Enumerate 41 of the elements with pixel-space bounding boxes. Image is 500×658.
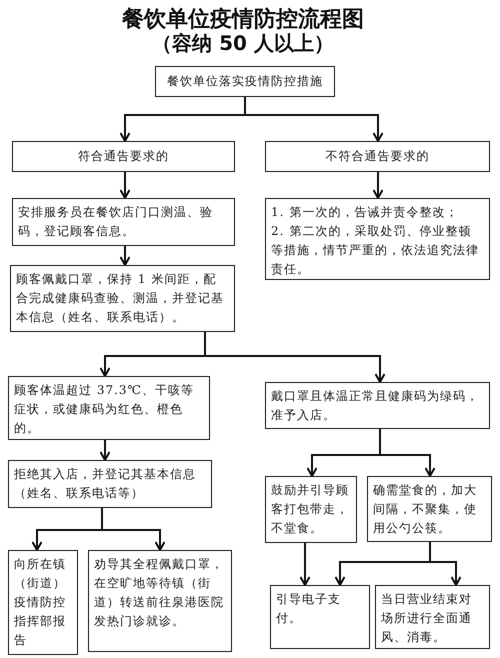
- subtitle: （容纳 50 人以上）: [152, 30, 334, 57]
- step-text: 戴口罩且体温正常且健康码为绿码，准予入店。: [271, 388, 480, 424]
- process-box: [367, 476, 492, 542]
- process-box: [8, 460, 212, 508]
- arrow: [120, 172, 130, 199]
- step-text: 当日营业结束对场所进行全面通风、消毒。: [381, 591, 473, 646]
- step-text: 劝导其全程佩戴口罩，在空旷地等待镇（街道）转送前往泉港医院发热门诊就诊。: [94, 556, 225, 630]
- process-box: [265, 476, 357, 543]
- arrow: [100, 440, 110, 461]
- process-box: [8, 376, 210, 440]
- step-text: 不符合通告要求的: [326, 148, 430, 165]
- arrow: [204, 332, 386, 383]
- process-box: [8, 550, 78, 655]
- step-text: 向所在镇（街道）疫情防控指挥部报告: [14, 556, 67, 649]
- step-text: 引导电子支付。: [276, 591, 342, 627]
- arrow: [379, 429, 436, 477]
- process-box: [270, 585, 370, 649]
- arrow: [429, 542, 462, 586]
- step-text: 顾客体温超过 37.3℃、干咳等症状，或健康码为红色、橙色的。: [14, 382, 195, 437]
- step-text: 2. 第二次的，采取处罚、停业整顿等措施，情节严重的，依法追究法律责任。: [271, 223, 480, 278]
- process-box: [12, 141, 235, 172]
- step-text: 顾客佩戴口罩，保持 1 米间距，配合完成健康码查验、测温，并登记基本信息（姓名、联系电话）。: [16, 271, 225, 326]
- arrow: [120, 246, 130, 266]
- step-text: 安排服务员在餐饮店门口测温、验码，登记顾客信息。: [18, 204, 214, 240]
- arrow: [300, 543, 310, 586]
- diagram-title: 餐饮单位疫情防控流程图: [122, 6, 364, 32]
- process-box: [375, 585, 490, 649]
- step-text: 确需堂食的，加大间隔，不聚集，使用公勺公筷。: [373, 482, 478, 537]
- process-box: [265, 141, 490, 172]
- step-text: 1. 第一次的，告诫并责令整改；: [271, 204, 460, 221]
- step-text: 餐饮单位落实疫情防控措施: [167, 73, 323, 90]
- process-box: [88, 550, 232, 652]
- arrow: [372, 172, 384, 199]
- step-text: 拒绝其入店，并登记其基本信息（姓名、联系电话等）: [14, 466, 197, 502]
- step-text: 鼓励并引导顾客打包带走，不堂食。: [271, 482, 350, 537]
- process-box: [265, 382, 490, 429]
- process-box: [265, 198, 490, 280]
- process-box: [12, 198, 235, 246]
- process-box: [155, 66, 335, 97]
- step-text: 符合通告要求的: [78, 148, 169, 165]
- process-box: [10, 265, 235, 332]
